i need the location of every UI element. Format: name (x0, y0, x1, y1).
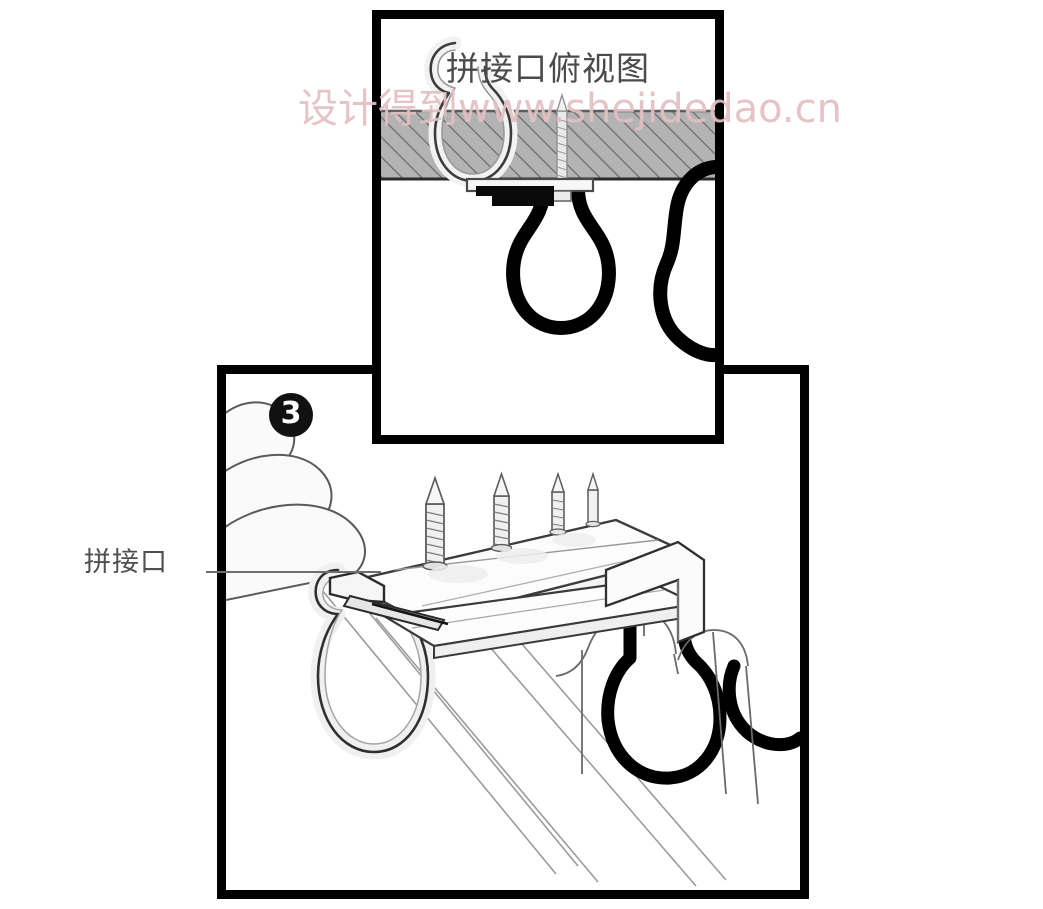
splice-joint-callout-leader (206, 571, 381, 573)
screw-icon (556, 92, 568, 200)
step-3-drawing (226, 401, 800, 887)
step-3-panel (217, 365, 809, 899)
top-view-drawing (381, 36, 715, 363)
standing-seam-panel-right (601, 615, 800, 785)
top-view-panel-inner: 拼接口俯视图 (381, 19, 715, 435)
background-panel-profile (506, 160, 715, 363)
clip-hook-profile (308, 562, 436, 760)
screws (422, 471, 601, 571)
top-view-title: 拼接口俯视图 (446, 49, 650, 88)
top-view-panel: 拼接口俯视图 (372, 10, 724, 444)
seam-hook (476, 186, 554, 206)
standing-seam-panel-left (226, 401, 366, 601)
splice-joint-callout-label: 拼接口 (84, 547, 168, 578)
step-number-badge: 3 (269, 393, 313, 437)
far-panel-contours (555, 608, 759, 805)
plate-right-fold (604, 540, 706, 644)
screw-shadows (428, 533, 596, 583)
clip-hook-profile (424, 36, 518, 188)
screw-2-icon (490, 471, 513, 553)
screw-4-icon (585, 471, 601, 528)
step-number-text: 3 (280, 396, 302, 431)
screw-3-icon (549, 471, 567, 536)
splice-joint-lip (328, 570, 449, 632)
step-3-panel-inner (226, 374, 800, 890)
screw-1-icon (422, 475, 448, 571)
